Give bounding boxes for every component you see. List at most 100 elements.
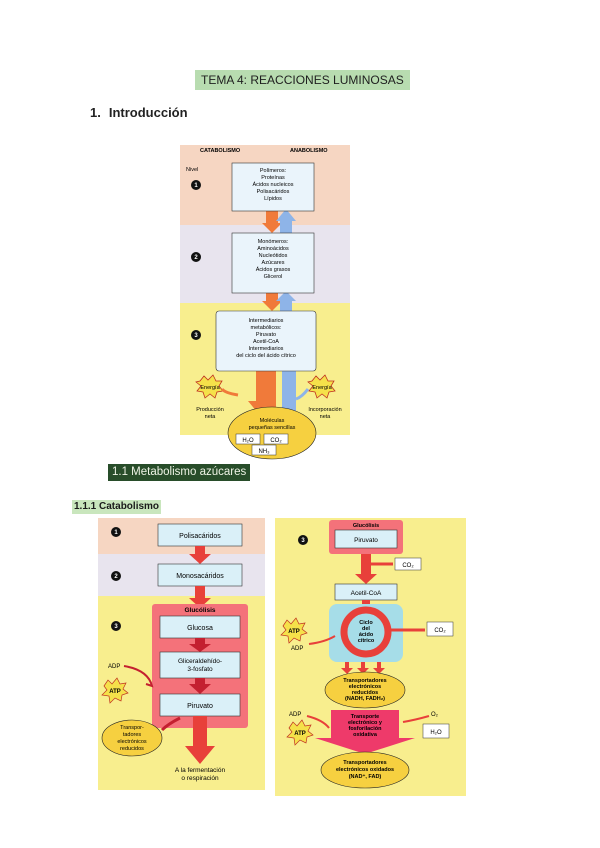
anabolismo-label: ANABOLISMO bbox=[290, 148, 328, 154]
figure-sugar-catabolism: 1 2 3 Polisacáridos Monosacáridos Glucól… bbox=[98, 518, 265, 790]
subsection-heading: 1.1 Metabolismo azúcares bbox=[108, 464, 251, 481]
co2-box bbox=[263, 433, 289, 445]
arrow-mono-glycolysis bbox=[189, 586, 211, 608]
small-molecules-ellipse bbox=[227, 406, 317, 460]
level3-marker: 3 bbox=[298, 535, 308, 545]
monomers-text: Monómeros: Aminoácidos Nucleótidos Azúca… bbox=[256, 239, 291, 280]
atp-burst-a bbox=[280, 617, 308, 644]
adp-atp-arrow-b bbox=[306, 715, 330, 729]
co2-label-a: CO₂ bbox=[402, 563, 414, 569]
co2-label-b: CO₂ bbox=[434, 628, 446, 634]
energy-burst-left bbox=[195, 374, 224, 399]
arrow-down-3 bbox=[373, 662, 385, 674]
glucolisis-label: Glucólisis bbox=[184, 607, 215, 614]
svg-text:A la fermentación: A la fermentación bbox=[175, 767, 226, 774]
atp-burst bbox=[101, 677, 129, 704]
o2-label: O₂ bbox=[431, 712, 439, 718]
ciclo-label: Ciclo del ácido cítrico bbox=[358, 620, 375, 644]
monosacaridos-label: Monosacáridos bbox=[176, 573, 224, 580]
citric-cycle-ring bbox=[340, 606, 392, 658]
svg-text:oxidativa: oxidativa bbox=[353, 732, 378, 738]
atp-burst-b bbox=[286, 719, 314, 746]
svg-text:reducidos: reducidos bbox=[352, 690, 378, 696]
section-number: 1. bbox=[90, 105, 101, 120]
svg-text:o respiración: o respiración bbox=[181, 775, 219, 782]
level2-marker: 2 bbox=[191, 252, 201, 262]
energy-burst-right bbox=[307, 374, 336, 399]
adp-label: ADP bbox=[108, 664, 120, 670]
transp-reduced-label: Transportadores electrónicos reducidos (… bbox=[343, 678, 386, 702]
o2-arrow bbox=[402, 715, 430, 723]
svg-text:Azúcares: Azúcares bbox=[262, 260, 285, 266]
svg-text:tadores: tadores bbox=[123, 732, 142, 738]
svg-text:Nucleótidos: Nucleótidos bbox=[259, 253, 288, 259]
energy-right-label: Energía bbox=[312, 385, 332, 391]
polymers-box bbox=[231, 162, 315, 212]
transp-oxidized-label: Transportadores electrónicos oxidados (N… bbox=[336, 760, 394, 780]
arrow-poly-mono bbox=[189, 546, 211, 564]
svg-text:Aminoácidos: Aminoácidos bbox=[257, 246, 289, 252]
svg-text:Polisacáridos: Polisacáridos bbox=[257, 189, 290, 195]
co2-box-b bbox=[426, 621, 454, 637]
svg-text:3: 3 bbox=[301, 538, 305, 544]
nh3-box bbox=[251, 444, 277, 456]
intermediates-box bbox=[215, 310, 317, 372]
electron-transport-arrow bbox=[315, 710, 415, 754]
adp-label-b: ADP bbox=[289, 712, 301, 718]
glucosa-label: Glucosa bbox=[187, 625, 213, 632]
fermentacion-label: A la fermentación o respiración bbox=[175, 767, 226, 782]
svg-text:Incorporación: Incorporación bbox=[308, 407, 341, 413]
h2o-box bbox=[422, 723, 450, 739]
svg-text:neta: neta bbox=[320, 414, 332, 420]
polisacaridos-label: Polisacáridos bbox=[179, 533, 221, 540]
svg-text:Acetil-CoA: Acetil-CoA bbox=[253, 339, 279, 345]
figure-citric-acid-cycle: 3 Glucólisis Piruvato CO₂ Acetil-CoA Cic… bbox=[275, 518, 466, 796]
svg-text:Ciclo: Ciclo bbox=[359, 620, 373, 626]
gliceraldehido-label-1: Gliceraldehído- bbox=[178, 658, 222, 665]
arrow-down-1 bbox=[341, 662, 353, 674]
svg-text:2: 2 bbox=[114, 574, 118, 580]
nivel-label: Nivel bbox=[186, 167, 198, 173]
glucolisis-label: Glucólisis bbox=[353, 523, 379, 529]
nh3-label: NH₃ bbox=[258, 449, 270, 455]
level3-marker: 3 bbox=[191, 330, 201, 340]
svg-text:reducidos: reducidos bbox=[120, 746, 144, 752]
co2-label: CO₂ bbox=[270, 438, 282, 444]
h2o-label: H₂O bbox=[242, 438, 254, 444]
subsubsection-heading: 1.1.1 Catabolismo bbox=[72, 500, 162, 514]
small-molecules-label: Moléculas pequeñas sencillas bbox=[249, 418, 296, 431]
svg-text:fosforilación: fosforilación bbox=[348, 726, 382, 732]
adp-atp-arrow-a bbox=[308, 635, 336, 645]
produccion-neta-label: Producción neta bbox=[196, 407, 224, 420]
svg-text:2: 2 bbox=[194, 255, 198, 261]
intermediates-text: Intermediarios metabólicos: Piruvato Ace… bbox=[236, 318, 296, 359]
svg-text:neta: neta bbox=[205, 414, 217, 420]
svg-text:Polímeros:: Polímeros: bbox=[260, 168, 287, 174]
svg-text:Piruvato: Piruvato bbox=[256, 332, 276, 338]
arrow-gliceraldehido-piruvato bbox=[189, 678, 211, 694]
catabolic-arrow-2 bbox=[262, 293, 282, 311]
arrow-piruvato-acetil bbox=[355, 554, 377, 584]
figure-metabolism-overview: CATABOLISMO ANABOLISMO Nivel 1 2 3 Polím… bbox=[180, 145, 350, 460]
svg-text:del: del bbox=[362, 626, 370, 632]
anabolic-arrow-1 bbox=[276, 209, 296, 233]
svg-text:Proteínas: Proteínas bbox=[261, 175, 285, 181]
svg-text:Transpor-: Transpor- bbox=[120, 725, 144, 731]
gliceraldehido-box bbox=[159, 651, 241, 679]
svg-text:Monómeros:: Monómeros: bbox=[258, 239, 289, 245]
svg-text:Moléculas: Moléculas bbox=[260, 418, 285, 424]
level1-marker: 1 bbox=[191, 180, 201, 190]
svg-text:Transporte: Transporte bbox=[351, 714, 379, 720]
arrow-down-2 bbox=[357, 662, 369, 674]
svg-text:pequeñas sencillas: pequeñas sencillas bbox=[249, 425, 296, 431]
incorporacion-neta-label: Incorporación neta bbox=[308, 407, 341, 420]
co2-box-a bbox=[394, 557, 422, 571]
svg-text:(NADH, FADH₂): (NADH, FADH₂) bbox=[345, 696, 385, 702]
piruvato-box bbox=[334, 529, 398, 549]
svg-text:del ciclo del ácido cítrico: del ciclo del ácido cítrico bbox=[236, 353, 296, 359]
svg-text:cítrico: cítrico bbox=[358, 638, 375, 644]
atp-label-b: ATP bbox=[294, 731, 306, 737]
arrow-glucosa-gliceraldehido bbox=[189, 638, 211, 652]
svg-text:ácido: ácido bbox=[359, 632, 374, 638]
piruvato-label: Piruvato bbox=[354, 537, 378, 544]
